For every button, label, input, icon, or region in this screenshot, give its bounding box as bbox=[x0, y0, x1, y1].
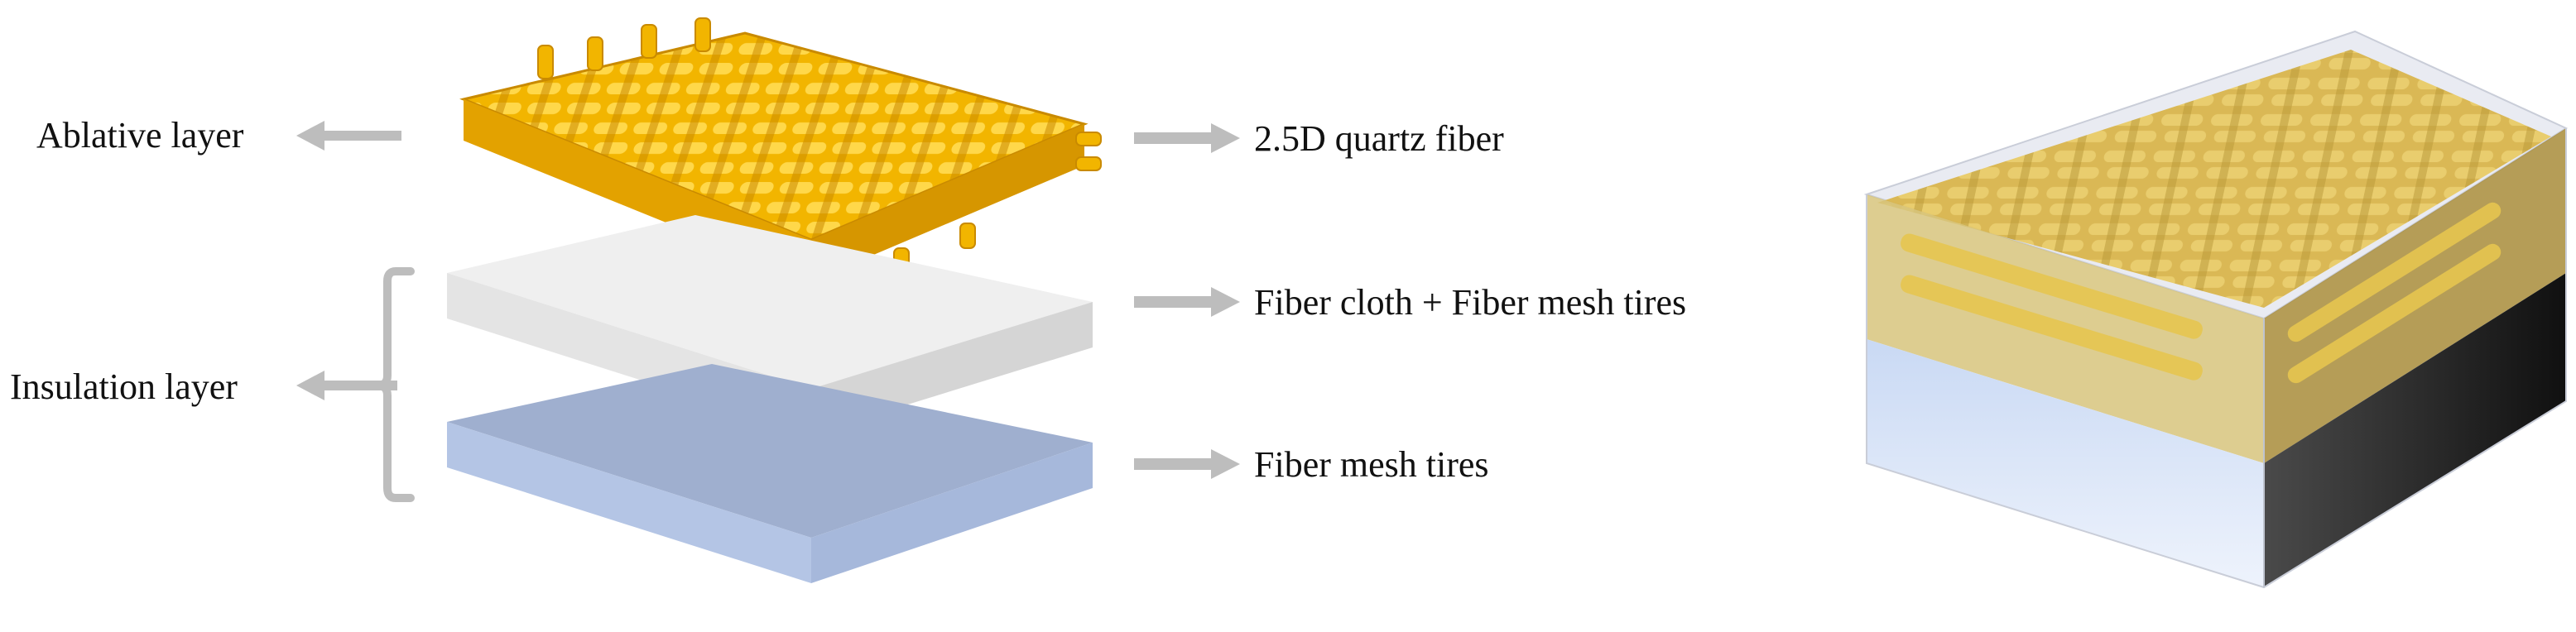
quartz-fiber-label: 2.5D quartz fiber bbox=[1254, 118, 1504, 159]
insulation-layer-label: Insulation layer bbox=[10, 366, 238, 407]
right-arrow-icon bbox=[1134, 123, 1240, 153]
right-arrow-icon bbox=[1134, 287, 1240, 317]
right-arrow-icon bbox=[296, 121, 401, 151]
fiber-mesh-slab bbox=[447, 364, 1093, 583]
assembled-composite-block bbox=[1863, 30, 2569, 589]
ablative-layer-label: Ablative layer bbox=[36, 115, 244, 156]
right-arrow-icon bbox=[1134, 449, 1240, 479]
mesh-tires-label: Fiber mesh tires bbox=[1254, 444, 1489, 485]
curly-bracket-icon bbox=[377, 267, 415, 502]
cloth-tires-label: Fiber cloth + Fiber mesh tires bbox=[1254, 282, 1687, 323]
